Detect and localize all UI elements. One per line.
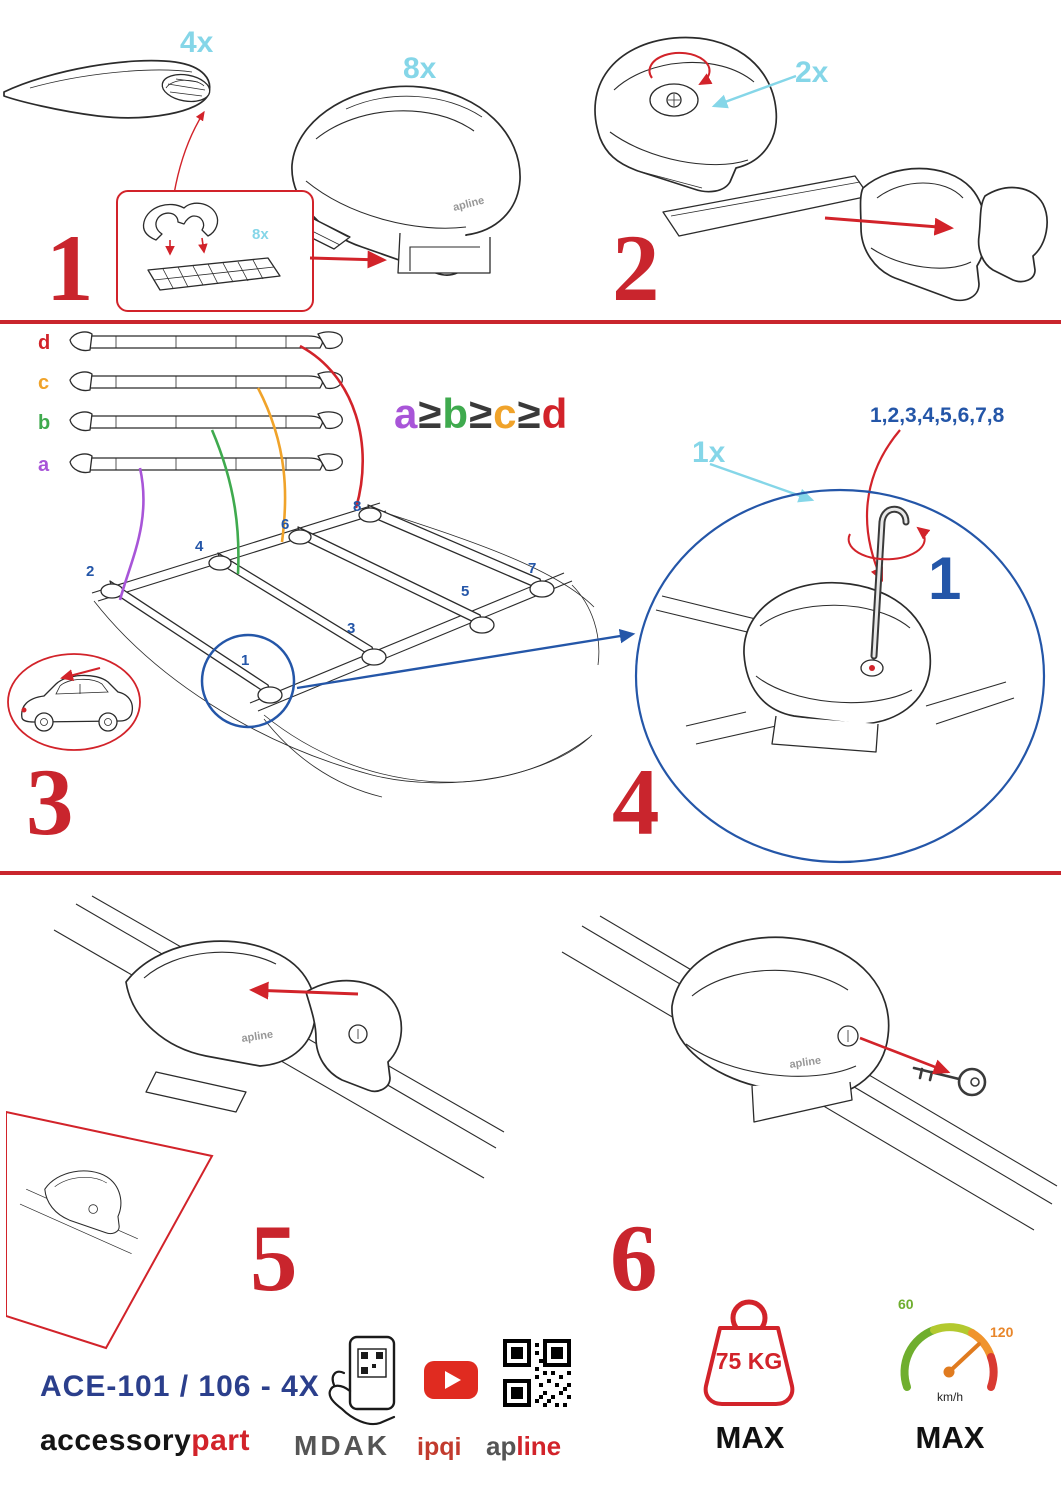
qr-code — [502, 1338, 572, 1408]
step2-number: 2 — [612, 215, 660, 321]
rubber-pad-inset: 8x — [116, 190, 314, 312]
position-1: 1 — [241, 652, 250, 669]
foot-screw-illustration — [594, 36, 778, 193]
model-code: ACE-101 / 106 - 4X — [40, 1370, 320, 1403]
step4-number: 4 — [612, 749, 660, 855]
brand-wordmark: accessorypart — [40, 1424, 250, 1458]
formula-c: c — [493, 390, 518, 437]
max-weight-label: MAX — [715, 1420, 785, 1455]
mini-view-frame — [6, 1110, 214, 1350]
logo-ipqi: ipqi — [417, 1433, 462, 1461]
speed-high-label: 120 — [990, 1324, 1014, 1340]
car-direction-illustration — [7, 653, 141, 751]
foot-logo-text: apline — [241, 1029, 274, 1045]
step3-number: 3 — [26, 749, 74, 855]
callout-number: 1 — [928, 545, 962, 612]
position-4: 4 — [195, 538, 204, 555]
brand-accessory: accessory — [40, 1424, 192, 1457]
bar-insert-illustration — [662, 167, 1048, 302]
formula-ge1: ≥ — [418, 390, 443, 437]
position-3: 3 — [347, 620, 356, 637]
max-weight-icon — [703, 1299, 795, 1406]
logo-ap: ap — [486, 1431, 517, 1461]
step5-number: 5 — [250, 1205, 298, 1311]
position-5: 5 — [461, 583, 470, 600]
foot-qty-label: 8x — [403, 52, 437, 85]
inset-to-foot-arrow — [309, 250, 387, 269]
speed-low-label: 60 — [898, 1296, 914, 1312]
size-order-formula: a≥b≥c≥d — [394, 390, 568, 438]
brand-part: part — [191, 1424, 250, 1457]
car-roof-illustration — [91, 502, 600, 798]
foot1-callout-circle — [200, 633, 296, 729]
tighten-sequence: 1,2,3,4,5,6,7,8 — [870, 404, 1005, 427]
logo-line: line — [516, 1431, 562, 1461]
position-6: 6 — [281, 516, 290, 533]
position-2: 2 — [86, 563, 95, 580]
max-weight-value: 75 KG — [715, 1348, 783, 1374]
screw-qty-label: 2x — [795, 56, 829, 89]
key-qty-label: 1x — [692, 436, 726, 469]
step6-number: 6 — [610, 1205, 658, 1311]
sequence-arrow — [865, 429, 901, 582]
formula-ge2: ≥ — [469, 390, 494, 437]
bar-label-a: a — [38, 454, 50, 476]
claw-and-pad-illustration — [142, 202, 281, 291]
formula-b: b — [442, 390, 470, 437]
bar-to-inset-pointer — [173, 110, 205, 195]
detail-callout-arrow — [296, 628, 636, 690]
position-7: 7 — [528, 560, 537, 577]
formula-a: a — [394, 390, 419, 437]
logo-mdak: MDAK — [294, 1430, 390, 1461]
qty-arrow-cyan — [711, 74, 797, 109]
logo-apline: apline — [486, 1431, 561, 1462]
foot-clamp-illustration: apline — [285, 85, 521, 276]
bar-label-d: d — [38, 332, 51, 354]
formula-ge3: ≥ — [517, 390, 542, 437]
bar-qty-label: 4x — [180, 26, 214, 59]
step1-number: 1 — [46, 215, 94, 321]
detail-callout-ellipse — [634, 488, 1046, 864]
youtube-icon — [424, 1361, 478, 1399]
bar-label-b: b — [38, 412, 51, 434]
crossbar-illustration — [3, 59, 211, 119]
section-divider-1 — [0, 320, 1061, 324]
bar-label-c: c — [38, 372, 50, 394]
position-8: 8 — [353, 498, 362, 515]
formula-d: d — [541, 390, 569, 437]
bars-stack-illustration — [69, 331, 343, 474]
section-divider-2 — [0, 871, 1061, 875]
max-speed-label: MAX — [915, 1420, 985, 1455]
scan-phone-icon — [328, 1335, 396, 1426]
speed-unit-label: km/h — [936, 1390, 963, 1404]
foot-logo-text: apline — [789, 1055, 822, 1071]
cover-slide-illustration: apline — [6, 895, 505, 1350]
speedometer-icon — [900, 1323, 998, 1391]
foot-detail-illustration — [634, 488, 1046, 864]
key-icon — [912, 1066, 987, 1097]
pad-qty-label: 8x — [252, 226, 269, 243]
lock-key-illustration: apline — [561, 915, 1058, 1231]
